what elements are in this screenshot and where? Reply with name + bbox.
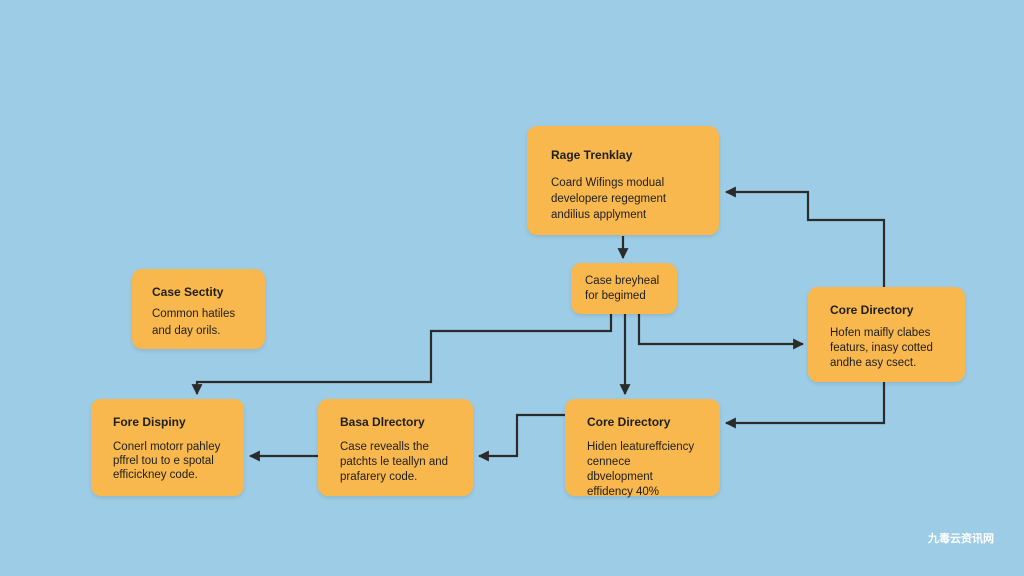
node-title: Core Directory: [587, 415, 671, 429]
edge-br-to-bm: [477, 413, 565, 462]
node-body-line: Hofen maifly clabes: [830, 327, 931, 339]
node-body: Coard Wifings modual developere regegmen…: [551, 175, 695, 223]
node-fore-dispiny: Fore Dispiny Conerl motorr pahley pffrel…: [91, 399, 244, 496]
node-body-line: andhe asy csect.: [830, 357, 917, 369]
node-body-line: efficickney code.: [113, 469, 198, 481]
node-body: Case revealls the patchts le teallyn and…: [340, 440, 451, 485]
node-core-directory-bottom: Core Directory Hiden leatureffciency cen…: [565, 399, 720, 498]
node-body-line: Case revealls the: [340, 441, 429, 453]
node-rage-trenklay: Rage Trenklay Coard Wifings modual devel…: [527, 126, 719, 235]
node-case-sectity: Case Sectity Common hatiles and day oril…: [132, 269, 265, 349]
node-body-line: effidency 40%: [587, 486, 660, 498]
edge-right-to-top: [724, 186, 886, 287]
node-body-line: featurs, inasy cotted: [830, 342, 933, 354]
edge-small-to-bl: [191, 314, 613, 396]
node-body-line: pffrel tou to e spotal: [113, 455, 214, 467]
node-title: Case Sectity: [152, 285, 224, 299]
node-body-line: and day orils.: [152, 325, 221, 337]
node-title: Core Directory: [830, 303, 914, 317]
node-body-line: for begimed: [585, 290, 646, 302]
node-title: Fore Dispiny: [113, 415, 186, 429]
node-body: Conerl motorr pahley pffrel tou to e spo…: [113, 440, 222, 482]
node-body-line: Common hatiles: [152, 308, 236, 320]
edge-small-to-right: [637, 314, 805, 350]
node-body-line: Case breyheal: [585, 275, 660, 287]
node-body: Common hatiles and day orils.: [152, 306, 245, 340]
node-title: Rage Trenklay: [551, 148, 633, 162]
node-body-line: prafarery code.: [340, 471, 418, 483]
node-body-line: developere regegment: [551, 193, 667, 205]
node-body: Hofen maifly clabes featurs, inasy cotte…: [830, 326, 943, 371]
node-body-line: Conerl motorr pahley: [113, 441, 221, 453]
node-core-directory-right: Core Directory Hofen maifly clabes featu…: [808, 287, 965, 382]
node-body-line: andilius applyment: [551, 209, 647, 221]
edge-right-to-br: [724, 382, 886, 429]
node-basa-dlrectory: Basa Dlrectory Case revealls the patchts…: [318, 399, 473, 496]
node-title: Basa Dlrectory: [340, 415, 425, 429]
node-body-line: patchts le teallyn and: [340, 456, 449, 468]
node-body-line: Coard Wifings modual: [551, 177, 665, 189]
node-body: Hiden leatureffciency cennece dbvelopmen…: [587, 440, 698, 500]
watermark: 九毒云资讯网: [928, 532, 994, 545]
node-body-line: cennece dbvelopment: [587, 456, 653, 483]
node-body-line: Hiden leatureffciency: [587, 441, 695, 453]
node-case-breyheal: Case breyheal for begimed: [571, 263, 677, 314]
